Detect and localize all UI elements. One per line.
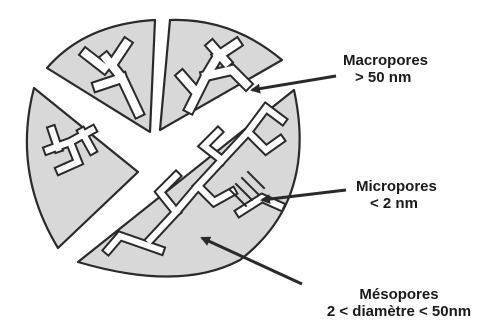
micropores-label: Micropores < 2 nm [356, 178, 437, 212]
macropores-range: > 50 nm [343, 69, 428, 86]
macropores-title: Macropores [343, 52, 428, 69]
micropores-title: Micropores [356, 178, 437, 195]
mesopores-label: Mésopores 2 < diamètre < 50nm [306, 286, 492, 320]
macropores-label: Macropores > 50 nm [343, 52, 428, 86]
macropores-arrow [252, 76, 336, 90]
mesopores-title: Mésopores [306, 286, 492, 303]
mesopores-range: 2 < diamètre < 50nm [306, 303, 492, 320]
micropores-range: < 2 nm [356, 195, 437, 212]
